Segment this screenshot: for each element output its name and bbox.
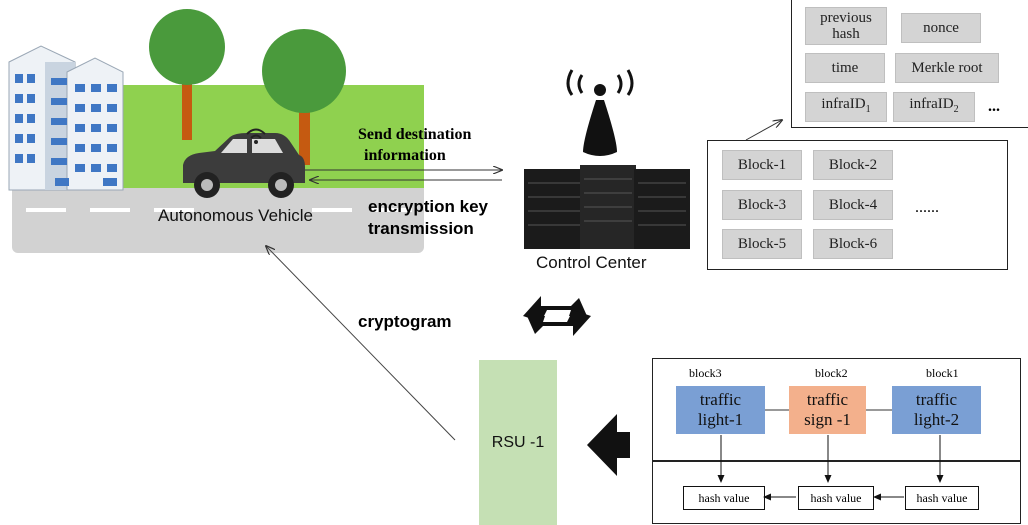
left-arrow-icon <box>587 414 630 476</box>
previous-hash-text: previous hash <box>820 10 872 42</box>
rsu-box: RSU -1 <box>479 360 557 525</box>
tree-icon <box>149 9 225 140</box>
enc-label-line2: transmission <box>368 219 474 238</box>
block-item: Block-2 <box>813 150 893 180</box>
field-previous-hash: previous hash <box>805 7 887 45</box>
block-item: Block-1 <box>722 150 802 180</box>
cryptogram-label: cryptogram <box>358 312 452 331</box>
tree-icon <box>262 29 346 165</box>
chain-block-label: block2 <box>815 366 848 380</box>
merkle-root-text: Merkle root <box>911 60 983 76</box>
send-destination-label: Send destination information <box>358 124 471 166</box>
road-markings <box>26 208 412 212</box>
server-icon <box>524 165 690 249</box>
infraid-2-main: infraID <box>909 96 954 112</box>
chain-node: traffic light-2 <box>892 386 981 434</box>
blocks-more: ...... <box>915 199 939 216</box>
chain-divider <box>653 460 1021 462</box>
infraid-2-text: infraID2 <box>909 96 958 118</box>
send-label-line1: Send destination <box>358 126 472 143</box>
exchange-arrows-icon <box>523 296 591 336</box>
hash-value-box: hash value <box>905 486 979 510</box>
hash-value-box: hash value <box>798 486 874 510</box>
nonce-text: nonce <box>923 20 959 36</box>
block-item: Block-6 <box>813 229 893 259</box>
chain-node: traffic sign -1 <box>789 386 866 434</box>
encryption-key-label: encryption key transmission <box>368 196 488 240</box>
chain-block-label: block1 <box>926 366 959 380</box>
chain-node: traffic light-1 <box>676 386 765 434</box>
block-item: Block-3 <box>722 190 802 220</box>
hash-value-box: hash value <box>683 486 765 510</box>
vehicle-label: Autonomous Vehicle <box>158 206 313 225</box>
road <box>12 188 424 253</box>
block-item: Block-5 <box>722 229 802 259</box>
wifi-icon <box>246 128 266 144</box>
control-center-label: Control Center <box>536 253 647 272</box>
time-text: time <box>831 60 859 76</box>
chain-block-label: block3 <box>689 366 722 380</box>
building-icon <box>8 45 124 191</box>
block-item: Block-4 <box>813 190 893 220</box>
enc-label-line1: encryption key <box>368 197 488 216</box>
infraid-1-text: infraID1 <box>821 96 870 118</box>
field-merkle-root: Merkle root <box>895 53 999 83</box>
field-time: time <box>805 53 885 83</box>
rsu-label: RSU -1 <box>491 433 545 451</box>
car-icon <box>183 133 305 198</box>
field-infraid-2: infraID2 <box>893 92 975 122</box>
send-label-line2: information <box>364 147 446 164</box>
header-more: ... <box>988 98 1000 115</box>
antenna-icon <box>566 69 634 156</box>
infraid-2-sub: 2 <box>953 104 959 115</box>
field-nonce: nonce <box>901 13 981 43</box>
infraid-1-sub: 1 <box>865 104 871 115</box>
field-infraid-1: infraID1 <box>805 92 887 122</box>
infraid-1-main: infraID <box>821 96 866 112</box>
